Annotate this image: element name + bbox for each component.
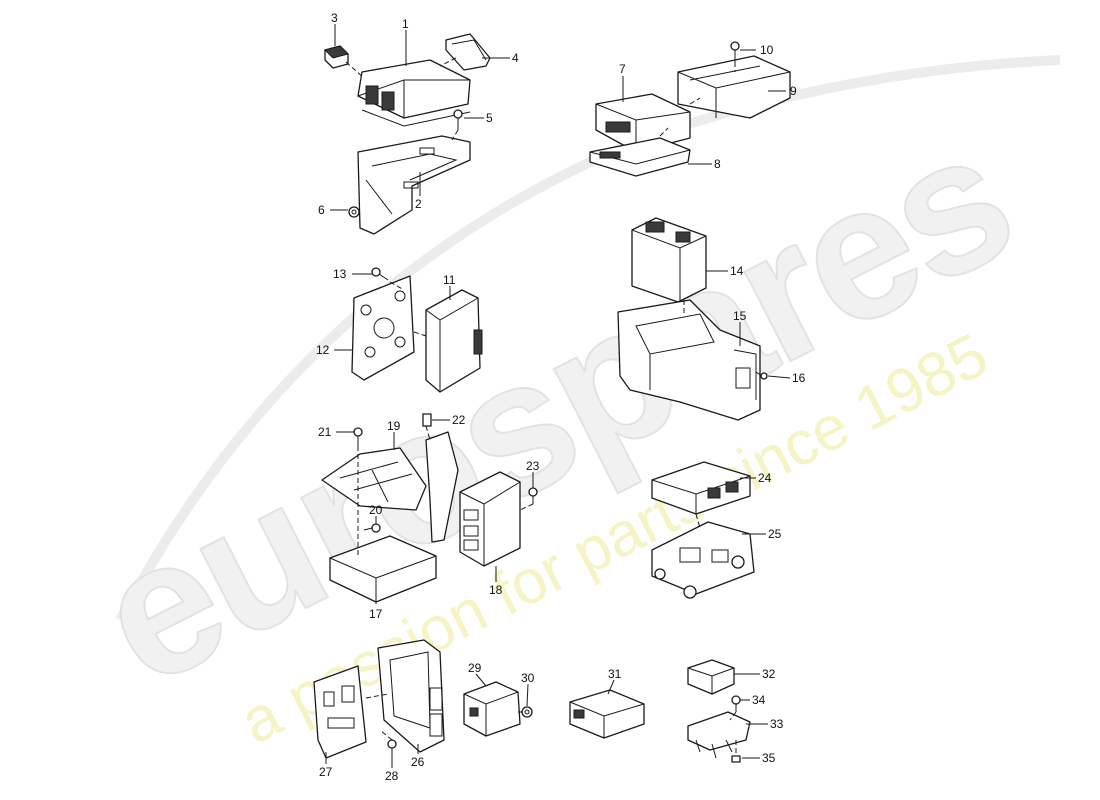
part-18-fuse-box — [459, 471, 521, 567]
part-30-nut — [521, 706, 533, 718]
part-11-ecu — [425, 289, 483, 393]
part-17-module — [329, 535, 437, 603]
callout-10: 10 — [760, 43, 774, 57]
callout-23: 23 — [526, 459, 540, 473]
callout-8: 8 — [714, 157, 721, 171]
part-26-ecu — [377, 639, 445, 753]
callout-25: 25 — [768, 527, 782, 541]
part-27-bracket — [313, 665, 367, 759]
callout-33: 33 — [770, 717, 784, 731]
callout-26: 26 — [411, 755, 425, 769]
callout-1: 1 — [402, 17, 409, 31]
part-13-screw — [371, 267, 389, 281]
part-25-bracket — [651, 521, 755, 599]
callout-16: 16 — [792, 371, 806, 385]
callout-30: 30 — [521, 671, 535, 685]
callout-21: 21 — [318, 425, 332, 439]
callout-18: 18 — [489, 583, 503, 597]
part-1-control-unit — [357, 59, 471, 127]
part-28-screw — [387, 739, 397, 760]
part-16-clip — [760, 372, 768, 380]
callout-14: 14 — [730, 264, 744, 278]
part-22-clip — [422, 413, 459, 543]
callout-31: 31 — [608, 667, 622, 681]
callout-28: 28 — [385, 769, 399, 783]
callout-3: 3 — [331, 11, 338, 25]
callout-20: 20 — [369, 503, 383, 517]
part-34-screw — [731, 695, 741, 712]
callout-32: 32 — [762, 667, 776, 681]
part-12-mount-plate — [351, 275, 415, 381]
callout-35: 35 — [762, 751, 776, 765]
part-24-module — [651, 461, 751, 515]
callout-27: 27 — [319, 765, 333, 779]
callout-7: 7 — [619, 62, 626, 76]
callout-12: 12 — [316, 343, 330, 357]
part-14-relay-unit — [631, 217, 707, 303]
assembly-lines — [345, 57, 763, 756]
callout-11: 11 — [443, 273, 456, 287]
part-6-nut — [348, 206, 360, 218]
part-31-module — [569, 689, 645, 739]
callout-9: 9 — [790, 84, 797, 98]
part-5-screw — [453, 109, 463, 130]
part-15-carrier — [617, 299, 761, 421]
part-8-base-plate — [589, 137, 691, 177]
callout-17: 17 — [369, 607, 383, 621]
callout-15: 15 — [733, 309, 747, 323]
callout-2: 2 — [415, 197, 422, 211]
part-2-bracket — [357, 135, 471, 235]
part-10-bolt — [730, 41, 740, 62]
callout-19: 19 — [387, 419, 401, 433]
callout-13: 13 — [333, 267, 347, 281]
callout-24: 24 — [758, 471, 772, 485]
watermark: eurospares a passion for parts since 198… — [66, 55, 1061, 757]
callout-5: 5 — [486, 111, 493, 125]
callout-29: 29 — [468, 661, 482, 675]
part-33-holder — [687, 711, 751, 759]
part-35-nut — [731, 755, 741, 763]
callout-6: 6 — [318, 203, 325, 217]
part-29-relay — [463, 681, 521, 737]
part-3-connector — [324, 45, 349, 69]
callout-4: 4 — [512, 51, 519, 65]
callout-labels: 1 2 3 4 5 6 7 8 9 10 11 12 13 14 15 16 1… — [316, 11, 806, 783]
part-32-connector — [687, 659, 735, 695]
part-19-bracket — [321, 447, 427, 511]
part-9-housing — [677, 55, 791, 119]
watermark-swoosh — [115, 55, 1061, 623]
part-7-control-unit — [595, 93, 691, 153]
callout-22: 22 — [452, 413, 466, 427]
callout-34: 34 — [752, 693, 766, 707]
leader-lines — [325, 24, 791, 768]
part-4-clip — [445, 33, 491, 71]
